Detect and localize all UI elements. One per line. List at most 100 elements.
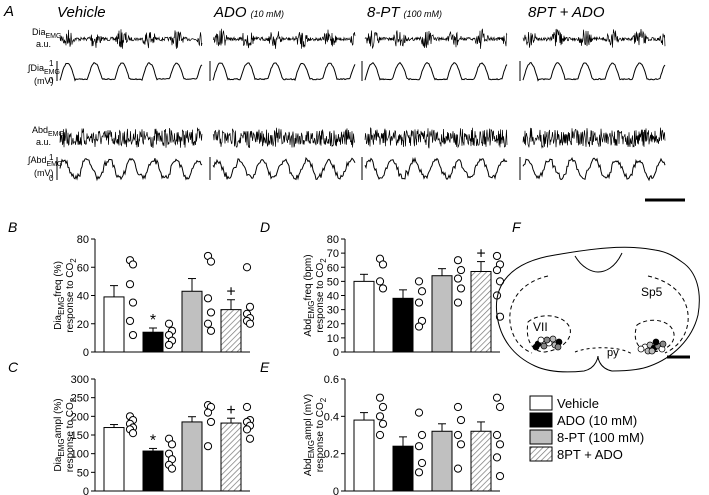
y-tick-label: 30 (327, 305, 339, 317)
significance-marker: + (226, 284, 235, 301)
y-tick-label: 20 (327, 319, 339, 331)
abd-integrated-trace (212, 156, 356, 181)
condition-title: 8-PT(100 mM) (367, 4, 442, 21)
data-point (453, 430, 463, 440)
data-point (453, 464, 463, 473)
panel-letter-a: A (3, 3, 14, 20)
data-point (378, 284, 388, 293)
data-point (128, 298, 138, 307)
data-point (414, 322, 424, 331)
data-point (128, 330, 138, 340)
abd-raw-trace (59, 127, 203, 148)
bar-2 (392, 297, 414, 353)
abd-tick-1: 1 (49, 153, 54, 162)
y-tick-label: 250 (71, 393, 89, 405)
abd-raw-label: AbdEMG (32, 125, 64, 138)
data-point (245, 302, 255, 311)
bar-4 (220, 422, 242, 492)
data-point (206, 326, 216, 335)
y-tick-label: 20 (77, 319, 89, 331)
significance-marker: + (226, 402, 235, 419)
data-point (492, 251, 502, 261)
panel-letter-f: F (512, 219, 522, 235)
y-tick-label: 10 (327, 333, 339, 345)
vii-boundary-right (634, 319, 675, 353)
data-point (206, 417, 216, 427)
data-point (206, 257, 216, 266)
data-point (378, 419, 388, 428)
dia-tick-1: 1 (49, 59, 54, 68)
abd-tick-0: 0 (49, 174, 54, 183)
data-point (495, 402, 505, 412)
data-point (414, 408, 424, 417)
y-tick-label: 80 (327, 234, 339, 246)
abd-raw-unit: a.u. (36, 137, 51, 147)
data-point (378, 260, 388, 269)
y-tick-label: 50 (327, 276, 339, 288)
panel-letter-d: D (260, 219, 270, 235)
significance-marker: * (150, 432, 156, 449)
bar-3 (181, 290, 203, 353)
abd-int-unit: (mV) (34, 168, 54, 178)
y-axis-label: AbdEMGampl (mV) (303, 394, 316, 476)
y-tick-label: 0.2 (324, 449, 339, 461)
emg-traces (56, 28, 666, 182)
y-tick-label: 40 (77, 291, 89, 303)
y-axis-label-line2: response to CO2 (315, 397, 328, 472)
injection-sites (532, 335, 667, 355)
data-point (164, 319, 174, 328)
dia-raw-trace (364, 28, 508, 49)
data-point (242, 263, 252, 272)
injection-dot (554, 343, 562, 351)
abd-raw-trace (212, 127, 356, 148)
legend-label: 8PT + ADO (557, 447, 623, 462)
dia-integrated-trace (522, 61, 666, 82)
y-tick-label: 60 (77, 262, 89, 274)
y-tick-label: 100 (71, 449, 89, 461)
data-point (456, 284, 466, 293)
data-point (453, 256, 463, 265)
data-point (125, 316, 135, 326)
data-point (164, 340, 174, 350)
data-point (245, 319, 255, 328)
y-tick-label: 0 (83, 347, 89, 359)
data-point (492, 430, 502, 440)
data-point (414, 298, 424, 307)
sp5-boundary (647, 275, 689, 354)
panel-letter-b: B (8, 219, 17, 235)
legend-label: ADO (10 mM) (557, 413, 637, 428)
data-point (203, 319, 213, 328)
trace-labels: DiaEMG a.u. ∫DiaEMG (mV) AbdEMG a.u. ∫Ab… (27, 27, 64, 183)
abd-integrated-trace (59, 157, 203, 182)
sp5-boundary-left (509, 275, 549, 354)
bar-1 (103, 296, 125, 353)
data-point (492, 393, 502, 402)
bar-2 (392, 445, 414, 492)
panel-letter-e: E (260, 359, 270, 375)
data-point (375, 430, 385, 440)
py-label: py (607, 347, 619, 359)
y-tick-label: 0.4 (324, 411, 339, 423)
y-tick-label: 300 (71, 374, 89, 386)
y-tick-label: 0 (333, 486, 339, 495)
abd-int-label: ∫AbdEMG (27, 155, 62, 168)
data-point (242, 425, 252, 434)
y-tick-label: 60 (327, 262, 339, 274)
condition-title: ADO(10 mM) (213, 4, 284, 21)
dia-raw-trace (212, 28, 356, 49)
y-axis-label: AbdEMGfreq (bpm) (303, 254, 316, 336)
abd-integrated-trace (522, 156, 666, 182)
injection-dot (637, 345, 645, 353)
data-point (245, 434, 255, 443)
dia-raw-trace (522, 28, 666, 48)
data-point (203, 442, 213, 451)
data-point (456, 265, 466, 275)
injection-dot (652, 338, 660, 346)
significance-marker: + (476, 246, 485, 263)
vii-label: VII (533, 320, 548, 334)
y-axis-label-line2: response to CO2 (315, 258, 328, 333)
data-point (456, 440, 466, 449)
